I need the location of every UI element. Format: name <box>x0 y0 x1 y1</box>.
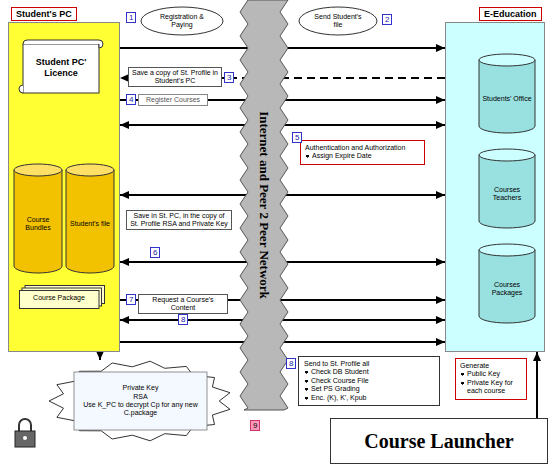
callout-number: 9 <box>250 420 260 431</box>
process-box: Student PC' Licence <box>19 39 103 97</box>
node-content: Registration & Paying <box>140 6 224 36</box>
node-content: GeneratePublic KeyPrivate Key for each c… <box>456 359 526 399</box>
node-text: Set PS Grading <box>304 385 434 393</box>
node-content: Send to St. Profile allCheck DB StudentC… <box>299 357 439 405</box>
panel: Student's PCStudent PC' LicenceCourse Bu… <box>8 22 120 352</box>
callout-number: 2 <box>382 14 392 25</box>
node-text: Course Package <box>33 294 85 302</box>
node-text: Assign Expire Date <box>305 152 420 160</box>
connector-arrow <box>536 352 538 418</box>
node-content: Student PC' Licence <box>19 39 103 97</box>
node-text: RSA <box>133 393 147 401</box>
node-text: Use K_PC to decrypt Cp for any new C.pac… <box>82 401 199 418</box>
callout-number: 6 <box>150 247 160 258</box>
node-content: Course Launcher <box>331 419 547 463</box>
process-box: Course Launcher <box>330 418 548 464</box>
node-text: Send Student's file <box>310 13 366 30</box>
node-content: Student's file <box>65 163 115 273</box>
callout-number: 8 <box>286 358 296 369</box>
node-text: Student's file <box>70 220 110 228</box>
panel-heading: Student's PC <box>11 7 77 21</box>
process-box: Authentication and AuthorizationAssign E… <box>300 140 425 165</box>
network-label: Internet and Peer 2 Peer Network <box>256 15 272 395</box>
node-text: Authentication and Authorization <box>305 144 420 152</box>
node-text: Check Course File <box>304 377 434 385</box>
node-text: Courses Teachers <box>481 186 533 203</box>
node-text: Courses Packages <box>481 281 533 298</box>
process-box: Course Package <box>19 285 105 309</box>
node-text: Students' Office <box>482 95 531 103</box>
callout-number: 1 <box>126 12 136 23</box>
database-cylinder: Courses Packages <box>478 243 536 323</box>
panel: E-EducationStudents' OfficeCourses Teach… <box>445 22 545 352</box>
callout-number: 5 <box>292 132 302 143</box>
edge-label: Register Courses <box>138 94 208 106</box>
node-content: Course Bundles <box>13 163 63 273</box>
node-content: Students' Office <box>478 53 536 133</box>
node-text: Public Key <box>460 370 522 378</box>
edge-label: Save a copy of St. Profile in Student's … <box>128 67 222 87</box>
process-box: Send to St. Profile allCheck DB StudentC… <box>298 356 440 406</box>
network-band: Internet and Peer 2 Peer Network <box>238 0 290 410</box>
callout-number: 7 <box>126 294 136 305</box>
process-box: GeneratePublic KeyPrivate Key for each c… <box>455 358 527 400</box>
node-text: Private Key for each course <box>460 379 522 396</box>
node-text: Private Key <box>123 384 159 392</box>
node-text: Student PC' Licence <box>29 57 93 79</box>
callout-number: 4 <box>126 94 136 105</box>
node-content: Send Student's file <box>298 6 378 36</box>
node-text: Enc. (K), K', Kpub <box>304 394 434 402</box>
node-content: Courses Packages <box>478 243 536 323</box>
cyl-shape <box>478 53 536 133</box>
node-content: Course Package <box>19 285 105 309</box>
database-cylinder: Students' Office <box>478 53 536 133</box>
node-content: Authentication and AuthorizationAssign E… <box>301 141 424 164</box>
lock-icon <box>15 419 35 447</box>
key-callout: Private KeyRSAUse K_PC to decrypt Cp for… <box>48 360 233 442</box>
node-text: Send to St. Profile all <box>304 360 434 368</box>
callout-number: 3 <box>224 72 234 83</box>
database-cylinder: Course Bundles <box>13 163 63 273</box>
node-text: Course Launcher <box>364 429 513 453</box>
callout-number: 8 <box>178 314 188 325</box>
step-ellipse: Send Student's file <box>298 6 378 36</box>
connector-arrow <box>99 352 101 360</box>
step-ellipse: Registration & Paying <box>140 6 224 36</box>
node-content: Courses Teachers <box>478 148 536 228</box>
edge-label: Request a Course's Content <box>138 294 228 314</box>
node-text: Check DB Student <box>304 368 434 376</box>
node-text: Registration & Paying <box>152 13 212 30</box>
node-content: Private KeyRSAUse K_PC to decrypt Cp for… <box>48 360 233 442</box>
database-cylinder: Student's file <box>65 163 115 273</box>
panel-heading: E-Education <box>479 7 542 21</box>
cyl-shape <box>65 163 115 273</box>
edge-label: Save in St. PC, in the copy of St. Profi… <box>126 210 232 230</box>
database-cylinder: Courses Teachers <box>478 148 536 228</box>
node-text: Course Bundles <box>16 216 60 233</box>
node-text: Generate <box>460 362 522 370</box>
